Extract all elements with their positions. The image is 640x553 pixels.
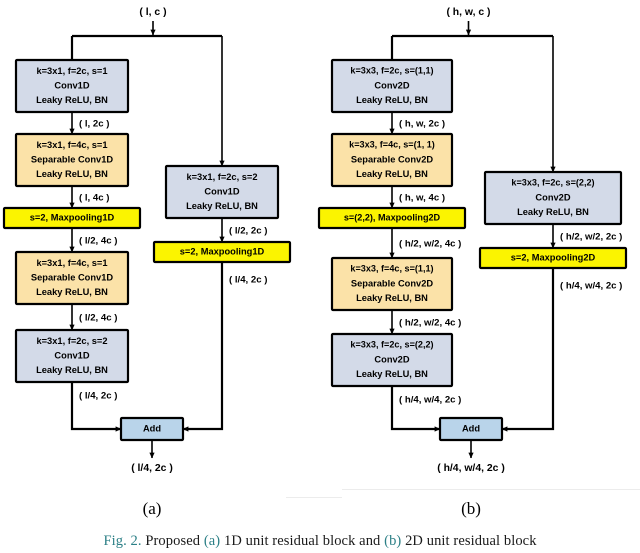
page-divider-right	[342, 489, 640, 490]
panel-b-conv2d-skip-line-0: k=3x3, f=2c, s=(2,2)	[511, 178, 594, 188]
panel-a-separable-conv1d-2-line-0: k=3x1, f=4c, s=1	[36, 258, 107, 268]
panel-a-maxpooling1d-skip-line-0: s=2, Maxpooling1D	[180, 246, 265, 256]
caption-text-2: 1D unit residual block and	[220, 533, 385, 549]
panel-a-maxpooling1d-main-line-0: s=2, Maxpooling1D	[30, 212, 115, 222]
panel-b-main-edge-label-0: ( h, w, 2c )	[399, 119, 445, 130]
panel-b-input-label: ( h, w, c )	[446, 7, 490, 18]
panel-b-main-edge-label-2: ( h/2, w/2, 4c )	[399, 239, 461, 250]
panel-b-separable-conv2d-1-line-2: Leaky ReLU, BN	[356, 169, 428, 179]
panel-b-conv2d-2[interactable]: k=3x3, f=2c, s=(2,2) Conv2D Leaky ReLU, BN	[330, 332, 454, 388]
panel-a-conv1d-skip-line-1: Conv1D	[204, 186, 239, 196]
panel-a-add-node-a[interactable]: Add	[119, 416, 185, 442]
panel-a-maxpooling1d-skip[interactable]: s=2, Maxpooling1D	[152, 240, 292, 264]
panel-a-skip-edge-label-0: ( l/2, 2c )	[229, 226, 267, 237]
panel-a-main-to-add	[70, 382, 122, 432]
panel-a-separable-conv1d-1-line-2: Leaky ReLU, BN	[36, 169, 108, 179]
panel-b-maxpooling2d-main[interactable]: s=(2,2), Maxpooling2D	[317, 206, 467, 230]
panel-b-main-edge-label-1: ( h, w, 4c )	[399, 193, 445, 204]
panel-b-conv2d-skip[interactable]: k=3x3, f=2c, s=(2,2) Conv2D Leaky ReLU, BN	[483, 170, 623, 226]
panel-a-separable-conv1d-2-line-2: Leaky ReLU, BN	[36, 287, 108, 297]
panel-b-maxpooling2d-skip-line-0: s=2, Maxpooling2D	[511, 252, 596, 262]
panel-a-conv1d-1-line-1: Conv1D	[54, 80, 89, 90]
page-divider-left	[286, 497, 342, 498]
panel-b-conv2d-skip-line-1: Conv2D	[535, 192, 570, 202]
panel-a-separable-conv1d-2-line-1: Separable Conv1D	[31, 272, 113, 282]
panel-a-conv1d-2-line-2: Leaky ReLU, BN	[36, 365, 108, 375]
panel-a-sub-label: (a)	[143, 499, 162, 518]
panel-b-output-label: ( h/4, w/4, 2c )	[437, 463, 505, 474]
panel-a-conv1d-2-line-1: Conv1D	[54, 350, 89, 360]
panel-b-conv2d-2-line-1: Conv2D	[374, 354, 409, 364]
panel-b-skip-edge-label-last: ( h/4, w/4, 2c )	[560, 281, 622, 292]
panel-b-separable-conv2d-2-line-1: Separable Conv2D	[351, 278, 433, 288]
panel-a-main-edge-label-2: ( l/2, 4c )	[79, 236, 117, 247]
panel-b-maxpooling2d-main-line-0: s=(2,2), Maxpooling2D	[344, 212, 441, 222]
panel-a-output-label: ( l/4, 2c )	[131, 463, 173, 474]
caption-ref-b: (b)	[384, 533, 402, 549]
panel-b-separable-conv2d-2[interactable]: k=3x3, f=4c, s=(1,1) Separable Conv2D Leak…	[330, 256, 454, 312]
figure-number: Fig. 2.	[103, 533, 142, 549]
panel-b-conv2d-1-line-0: k=3x3, f=2c, s=(1,1)	[350, 66, 433, 76]
panel-b-add-node-b[interactable]: Add	[438, 416, 504, 442]
panel-a-main-edge-label-0: ( l, 2c )	[79, 119, 109, 130]
panel-a-input-label: ( l, c )	[139, 7, 166, 18]
panel-b-skip-edge-label-0: ( h/2, w/2, 2c )	[560, 232, 622, 243]
panel-b-conv2d-skip-line-2: Leaky ReLU, BN	[517, 207, 589, 217]
panel-b-separable-conv2d-1[interactable]: k=3x3, f=4c, s=(1, 1) Separable Conv2D Lea…	[330, 132, 454, 188]
panel-a-main-edge-label-1: ( l, 4c )	[79, 193, 109, 204]
panel-b-maxpooling2d-skip[interactable]: s=2, Maxpooling2D	[478, 246, 628, 270]
panel-b-separable-conv2d-1-line-1: Separable Conv2D	[351, 154, 433, 164]
caption-text-1: Proposed	[141, 533, 204, 549]
panel-b-conv2d-1-line-1: Conv2D	[374, 80, 409, 90]
panel-b-conv2d-2-line-2: Leaky ReLU, BN	[356, 369, 428, 379]
panel-a-conv1d-1-line-0: k=3x1, f=2c, s=1	[36, 66, 107, 76]
panel-b-skip-to-add	[501, 268, 555, 432]
panel-b-add-node-b-line-0: Add	[462, 423, 480, 433]
panel-b-separable-conv2d-2-line-0: k=3x3, f=4c, s=(1,1)	[350, 264, 433, 274]
panel-a-main-edge-label-last: ( l/4, 2c )	[79, 391, 117, 402]
panel-a-maxpooling1d-main[interactable]: s=2, Maxpooling1D	[2, 206, 142, 230]
panel-a-conv1d-2-line-0: k=3x1, f=2c, s=2	[36, 336, 107, 346]
panel-a-separable-conv1d-1-line-0: k=3x1, f=4c, s=1	[36, 140, 107, 150]
panel-b-main-edge-label-3: ( h/2, w/2, 4c )	[399, 318, 461, 329]
panel-a-main-edge-label-3: ( l/2, 4c )	[79, 313, 117, 324]
panel-b-conv2d-2-line-0: k=3x3, f=2c, s=(2,2)	[350, 340, 433, 350]
panel-a-conv1d-skip-line-2: Leaky ReLU, BN	[186, 201, 258, 211]
panel-b-main-to-add	[390, 386, 441, 432]
panel-a-separable-conv1d-1-line-1: Separable Conv1D	[31, 154, 113, 164]
panel-a-conv1d-skip-line-0: k=3x1, f=2c, s=2	[186, 172, 257, 182]
panel-a-add-node-a-line-0: Add	[143, 423, 161, 433]
panel-b-separable-conv2d-1-line-0: k=3x3, f=4c, s=(1, 1)	[349, 140, 435, 150]
panel-a-skip-to-add	[182, 262, 224, 432]
panel-b-separable-conv2d-2-line-2: Leaky ReLU, BN	[356, 293, 428, 303]
panel-a-conv1d-1-line-2: Leaky ReLU, BN	[36, 95, 108, 105]
caption-ref-a: (a)	[203, 533, 221, 549]
figure-caption: Fig. 2. Proposed (a) 1D unit residual bl…	[0, 533, 640, 550]
panel-b-conv2d-1-line-2: Leaky ReLU, BN	[356, 95, 428, 105]
panel-b-main-edge-label-last: ( h/4, w/4, 2c )	[399, 395, 461, 406]
panel-a-skip-edge-label-last: ( l/4, 2c )	[229, 275, 267, 286]
caption-text-3: 2D unit residual block	[401, 533, 537, 549]
panel-b-sub-label: (b)	[461, 499, 481, 518]
panel-b-conv2d-1[interactable]: k=3x3, f=2c, s=(1,1) Conv2D Leaky ReLU, BN	[330, 58, 454, 114]
